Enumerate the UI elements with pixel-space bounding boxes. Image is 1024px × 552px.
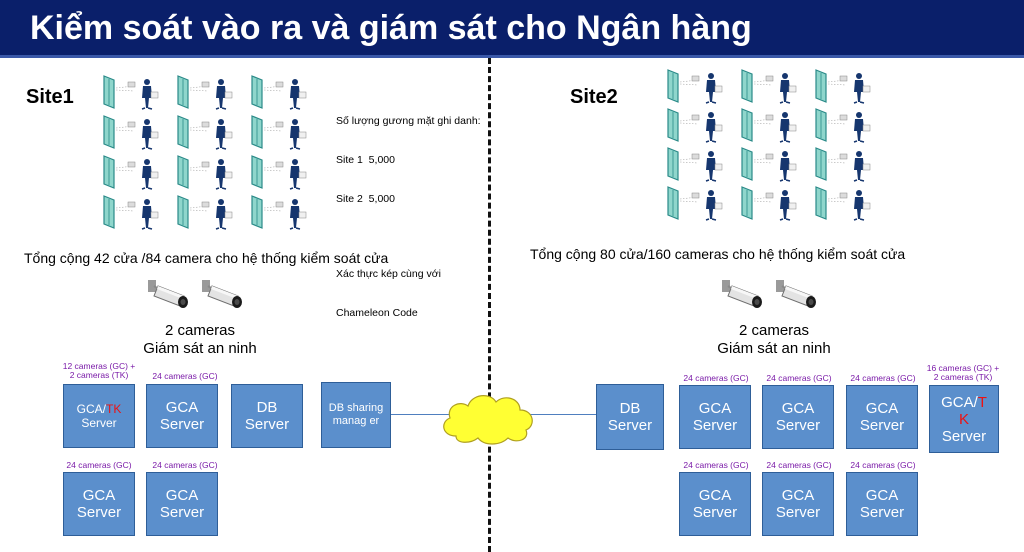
site1-total: Tổng cộng 42 cửa /84 camera cho hệ thống… <box>24 250 389 266</box>
site2-label: Site2 <box>570 86 618 108</box>
turnstile-door-person-icon <box>812 68 882 104</box>
camera-allocation-label: 16 cameras (GC) +2 cameras (TK) <box>926 363 1000 382</box>
turnstile-door-person-icon <box>248 194 318 230</box>
site1-label: Site1 <box>26 86 74 108</box>
gca-tk-server-box: GCA/T K Server <box>929 385 999 453</box>
turnstile-door-person-icon <box>664 185 734 221</box>
site1-enrollment-notes: Số lượng gương mặt ghi danh: Site 1 5,00… <box>336 89 481 333</box>
camera-allocation-label: 24 cameras (GC) <box>152 371 218 381</box>
header-rule <box>0 55 1024 58</box>
turnstile-door-person-icon <box>812 146 882 182</box>
camera-count: 2 cameras <box>164 322 236 339</box>
turnstile-door-person-icon <box>248 74 318 110</box>
site1-camera-caption: 2 cameras Giám sát an ninh <box>120 322 280 358</box>
turnstile-door-person-icon <box>738 107 808 143</box>
cctv-camera-icon <box>774 276 820 316</box>
camera-allocation-label: 24 cameras (GC) <box>766 460 832 470</box>
camera-allocation-label: 24 cameras (GC) <box>66 460 132 470</box>
camera-allocation-label: 24 cameras (GC) <box>850 373 916 383</box>
turnstile-door-person-icon <box>812 185 882 221</box>
camera-allocation-label: 24 cameras (GC) <box>152 460 218 470</box>
cctv-camera-icon <box>200 276 246 316</box>
turnstile-door-person-icon <box>100 154 170 190</box>
gca-tk-server-box: GCA/TK Server <box>63 384 135 448</box>
site2-camera-caption: 2 cameras Giám sát an ninh <box>694 322 854 358</box>
camera-allocation-label: 24 cameras (GC) <box>766 373 832 383</box>
camera-count: 2 cameras <box>738 322 810 339</box>
cctv-camera-icon <box>720 276 766 316</box>
slide-header: Kiểm soát vào ra và giám sát cho Ngân hà… <box>0 0 1024 58</box>
turnstile-door-person-icon <box>100 114 170 150</box>
note-line: Chameleon Code <box>336 307 418 319</box>
turnstile-door-person-icon <box>738 146 808 182</box>
turnstile-door-person-icon <box>174 194 244 230</box>
turnstile-door-person-icon <box>174 154 244 190</box>
slide-title: Kiểm soát vào ra và giám sát cho Ngân hà… <box>30 9 752 47</box>
turnstile-door-person-icon <box>812 107 882 143</box>
camera-allocation-label: 12 cameras (GC) +2 cameras (TK) <box>62 361 136 380</box>
turnstile-door-person-icon <box>174 74 244 110</box>
camera-allocation-label: 24 cameras (GC) <box>683 460 749 470</box>
turnstile-door-person-icon <box>248 154 318 190</box>
turnstile-door-person-icon <box>174 114 244 150</box>
cctv-camera-icon <box>146 276 192 316</box>
db-sharing-manager-box: DB sharing manag er <box>321 382 391 448</box>
note-line: Xác thực kép cùng với <box>336 268 441 280</box>
turnstile-door-person-icon <box>664 68 734 104</box>
camera-purpose: Giám sát an ninh <box>717 340 831 357</box>
turnstile-door-person-icon <box>664 146 734 182</box>
site-divider <box>488 58 491 552</box>
note-line: Site 2 5,000 <box>336 193 395 205</box>
note-line: Site 1 5,000 <box>336 154 395 166</box>
camera-allocation-label: 24 cameras (GC) <box>850 460 916 470</box>
turnstile-door-person-icon <box>738 68 808 104</box>
turnstile-door-person-icon <box>664 107 734 143</box>
turnstile-door-person-icon <box>248 114 318 150</box>
camera-allocation-label: 24 cameras (GC) <box>683 373 749 383</box>
note-line: Số lượng gương mặt ghi danh: <box>336 115 481 127</box>
site2-total: Tổng cộng 80 cửa/160 cameras cho hệ thốn… <box>530 246 906 262</box>
cloud-icon <box>443 395 533 445</box>
turnstile-door-person-icon <box>100 74 170 110</box>
turnstile-door-person-icon <box>100 194 170 230</box>
camera-purpose: Giám sát an ninh <box>143 340 257 357</box>
turnstile-door-person-icon <box>738 185 808 221</box>
